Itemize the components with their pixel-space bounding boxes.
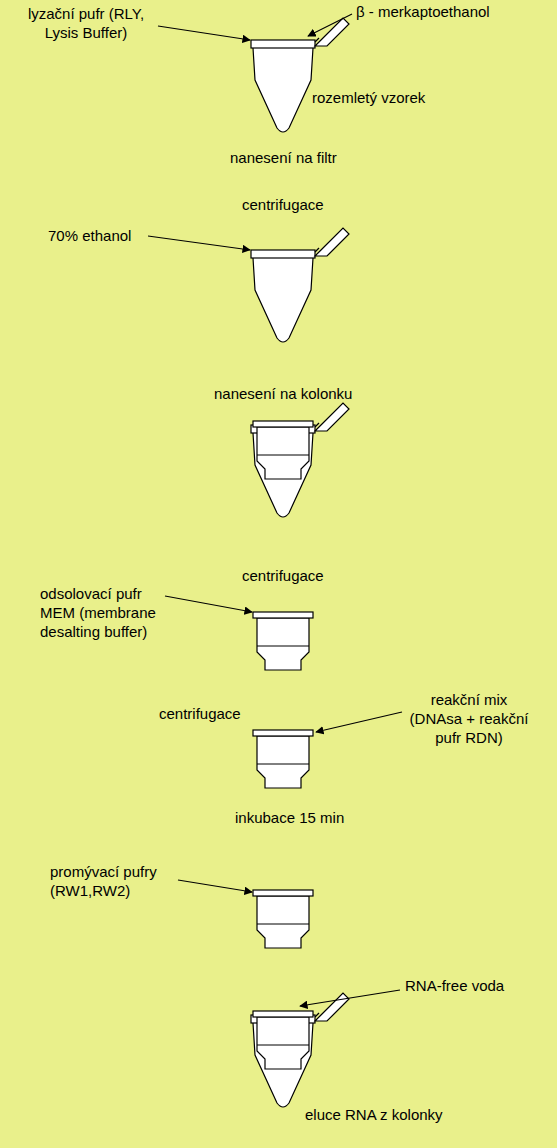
reagent-label: reakční mix (DNAsa + reakční pufr RDN)	[405, 690, 533, 747]
step-label: centrifugace	[242, 566, 324, 585]
step-label: nanesení na kolonku	[214, 384, 352, 403]
column	[253, 612, 313, 670]
reagent-label: β - merkaptoethanol	[356, 2, 490, 21]
tube-with-column	[251, 403, 349, 517]
column	[253, 730, 313, 788]
sample-label: rozemletý vzorek	[312, 88, 425, 107]
reagent-label: promývací pufry (RW1,RW2)	[50, 862, 176, 900]
reagent-label: RNA-free voda	[405, 976, 504, 995]
reagent-label: odsolovací pufr MEM (membrane desalting …	[40, 584, 168, 641]
tube-with-column	[251, 993, 349, 1107]
step-label: centrifugace	[159, 704, 241, 723]
step-label: inkubace 15 min	[235, 808, 344, 827]
column	[253, 890, 313, 948]
reagent-label: lyzační pufr (RLY, Lysis Buffer)	[16, 4, 156, 42]
reagent-label: 70% ethanol	[48, 226, 131, 245]
leader-arrows	[148, 14, 402, 1006]
tube	[251, 18, 349, 132]
step-label: eluce RNA z kolonky	[305, 1105, 443, 1124]
tube	[251, 228, 349, 342]
step-label: nanesení na filtr	[230, 148, 337, 167]
step-label: centrifugace	[242, 195, 324, 214]
